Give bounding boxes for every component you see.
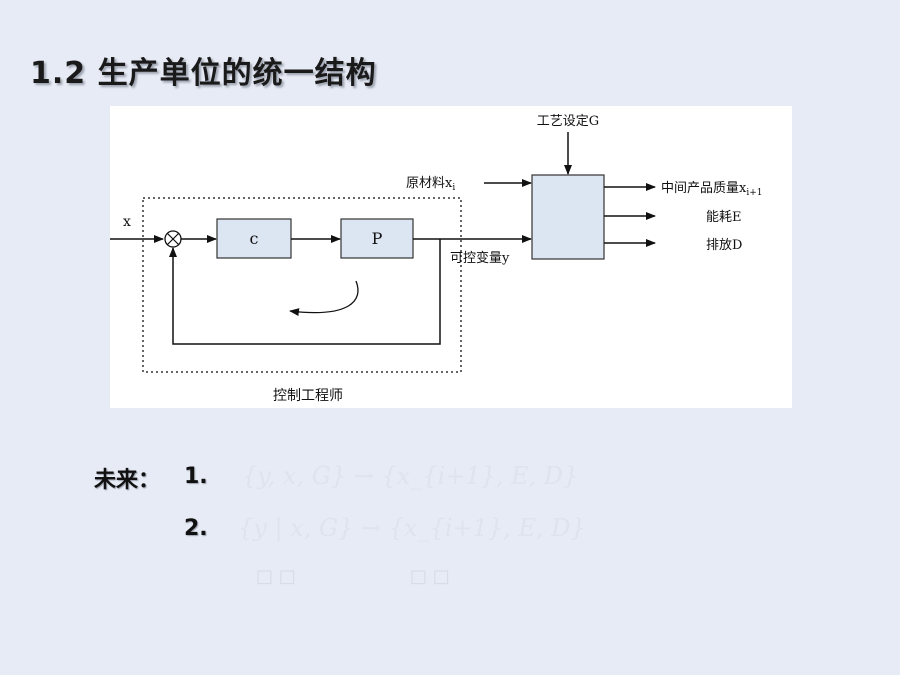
future-item-1-formula: {y, x, G} → {x_{i+1}, E, D} [242, 462, 579, 490]
output-intermediate-label: 中间产品质量xi+1 [661, 181, 763, 198]
ghost-mark-1: □ □ [256, 566, 296, 587]
block-p-label: P [372, 229, 383, 248]
block-diagram: x c P 可控变量y 工艺设定G 原材料xi [110, 114, 763, 404]
controller-boundary [142, 197, 462, 373]
process-setting-label: 工艺设定G [537, 114, 599, 129]
controller-label: 控制工程师 [273, 388, 343, 404]
raw-material-label: 原材料xi [406, 176, 455, 193]
curved-arrow-icon [289, 280, 359, 317]
block-c-label: c [250, 229, 259, 248]
feedback-loop [169, 239, 441, 345]
input-x-label: x [123, 214, 131, 230]
diagram-panel: x c P 可控变量y 工艺设定G 原材料xi [110, 106, 792, 408]
future-item-2-number: 2. [184, 516, 208, 541]
ghost-mark-2: □ □ [410, 566, 450, 587]
block-c [216, 218, 292, 259]
future-item-2-formula: {y | x, G} → {x_{i+1}, E, D} [238, 514, 586, 542]
future-item-1-number: 1. [184, 464, 208, 489]
output-energy-label: 能耗E [706, 210, 742, 225]
output-emission-label: 排放D [706, 238, 742, 253]
block-p [340, 218, 414, 259]
future-label: 未来： [94, 468, 161, 493]
slide-title: 1.2 生产单位的统一结构 [30, 56, 377, 91]
process-block [531, 174, 605, 260]
controllable-variable-label: 可控变量y [450, 250, 510, 266]
summing-junction-icon [164, 230, 182, 248]
